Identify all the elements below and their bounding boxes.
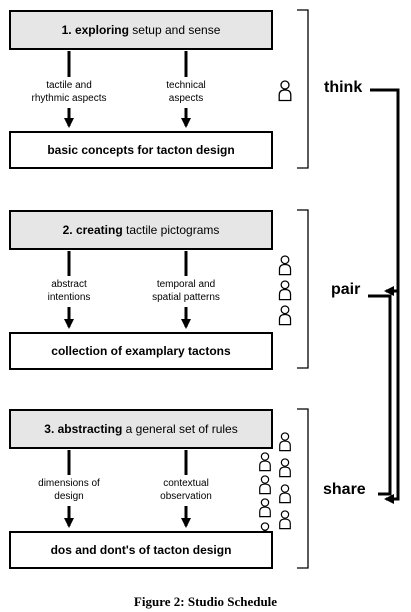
flow-think-to-pair	[370, 88, 400, 296]
step2-result: collection of examplary tactons	[9, 332, 273, 370]
step3-header-rest: a general set of rules	[122, 422, 238, 436]
people-share	[259, 432, 291, 542]
step1-branch-right-line2: aspects	[168, 92, 204, 104]
step2-header: 2. creating tactile pictograms	[9, 210, 273, 250]
bracket-pair	[297, 209, 309, 369]
flow-outer-to-share	[384, 291, 400, 504]
flow-pair-to-share	[368, 294, 392, 496]
step3-branch-right: contextual observation	[131, 478, 241, 503]
step1-result: basic concepts for tacton design	[9, 131, 273, 169]
bracket-share	[297, 408, 309, 569]
step2-branch-left: abstract intentions	[14, 279, 124, 304]
step3-header: 3. abstracting a general set of rules	[9, 409, 273, 449]
step3-result-label: dos and dont's of tacton design	[50, 543, 232, 557]
step1-header-rest: setup and sense	[128, 23, 221, 37]
step3-result: dos and dont's of tacton design	[9, 531, 273, 569]
step2-branch-left-line2: intentions	[47, 291, 91, 303]
step3-header-bold: 3. abstracting	[44, 422, 123, 436]
step3-branch-left-line2: design	[54, 490, 84, 502]
step3-branch-left-line1: dimensions of	[38, 478, 100, 489]
step1-branch-left: tactile and rhythmic aspects	[14, 80, 124, 105]
step3-branch-left: dimensions of design	[14, 478, 124, 503]
step1-branch-left-line2: rhythmic aspects	[31, 92, 107, 104]
people-pair	[278, 255, 292, 326]
bracket-think	[297, 9, 309, 169]
step2-result-label: collection of examplary tactons	[51, 344, 231, 358]
step2-header-bold: 2. creating	[62, 223, 123, 237]
figure-caption: Figure 2: Studio Schedule	[133, 594, 278, 609]
people-think	[278, 80, 292, 102]
step2-branch-left-line1: abstract	[51, 279, 87, 290]
step2-branch-right-line2: spatial patterns	[152, 291, 220, 303]
step2-branch-right: temporal and spatial patterns	[131, 279, 241, 304]
stage-label-pair: pair	[329, 281, 363, 299]
step2-branch-right-line1: temporal and	[156, 279, 216, 290]
stage-label-think: think	[322, 79, 365, 97]
step1-branch-right: technical aspects	[131, 80, 241, 105]
step1-header: 1. exploring setup and sense	[9, 10, 273, 50]
step1-branch-left-line1: tactile and	[46, 80, 92, 91]
step3-branch-right-line2: observation	[160, 490, 212, 502]
step1-result-label: basic concepts for tacton design	[47, 143, 235, 157]
step1-branch-right-line1: technical	[166, 80, 206, 91]
step3-branch-right-line1: contextual	[163, 478, 209, 489]
step1-header-bold: 1. exploring	[61, 23, 129, 37]
stage-label-share: share	[321, 481, 368, 499]
step2-header-rest: tactile pictograms	[122, 223, 220, 237]
